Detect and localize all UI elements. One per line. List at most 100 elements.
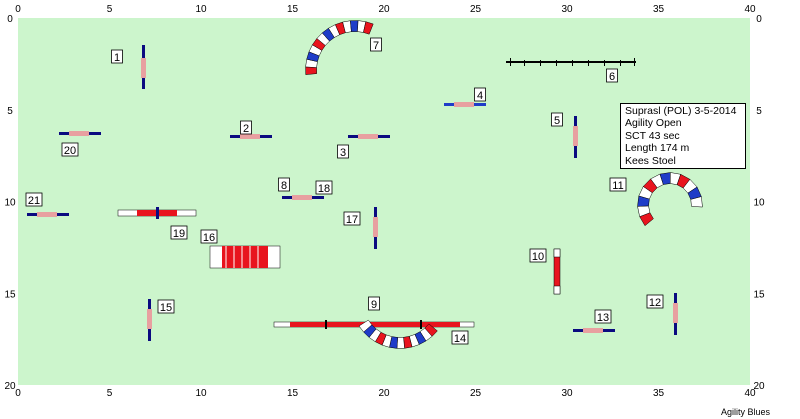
tunnel-segment xyxy=(305,66,317,75)
tunnel-segment xyxy=(363,21,374,35)
obstacle-number-box xyxy=(337,144,349,159)
obstacle-number-box xyxy=(111,49,123,64)
obstacle-number-box xyxy=(170,225,188,240)
obstacle-jump-3 xyxy=(348,134,390,139)
obstacle-11-tunnel xyxy=(637,172,703,227)
obstacle-jump-13 xyxy=(573,328,615,333)
obstacle-number: 13 xyxy=(597,312,609,324)
y-tick-left: 5 xyxy=(7,106,13,117)
obstacle-number-box xyxy=(646,294,664,309)
obstacle-number: 6 xyxy=(609,71,615,83)
obstacle-jump-1 xyxy=(141,45,146,89)
obstacle-number-box xyxy=(368,296,380,311)
obstacle-7-tunnel xyxy=(305,20,374,75)
y-tick-left: 0 xyxy=(7,14,13,25)
obstacle-number-box xyxy=(370,37,382,52)
obstacle-number: 16 xyxy=(203,232,215,244)
y-tick-left: 10 xyxy=(4,198,16,209)
obstacle-number: 10 xyxy=(532,251,544,263)
obstacle-number: 18 xyxy=(318,183,330,195)
x-tick-top: 20 xyxy=(378,4,390,15)
y-tick-right: 15 xyxy=(753,289,765,300)
obstacle-jump-20 xyxy=(59,131,101,136)
obstacle-jump-4 xyxy=(444,102,486,107)
obstacle-number: 17 xyxy=(346,214,358,226)
y-tick-right: 0 xyxy=(756,14,762,25)
obstacle-number: 15 xyxy=(160,302,172,314)
obstacle-number: 8 xyxy=(281,180,287,192)
obstacle-number: 7 xyxy=(373,40,379,52)
obstacle-number-box xyxy=(609,177,627,192)
obstacle-number-box xyxy=(606,68,618,83)
obstacle-number-box xyxy=(529,248,547,263)
x-tick-bottom: 15 xyxy=(287,388,299,399)
x-tick-bottom: 40 xyxy=(744,388,756,399)
x-tick-top: 40 xyxy=(744,4,756,15)
obstacle-number: 21 xyxy=(28,195,40,207)
obstacle-19-jump xyxy=(117,207,197,219)
x-tick-bottom: 5 xyxy=(107,388,113,399)
x-tick-top: 35 xyxy=(653,4,665,15)
obstacle-number-box xyxy=(474,87,486,102)
x-tick-bottom: 10 xyxy=(195,388,207,399)
x-tick-top: 25 xyxy=(470,4,482,15)
info-class: Agility Open xyxy=(625,117,682,130)
obstacle-jump-8-18 xyxy=(282,195,324,200)
obstacle-number: 5 xyxy=(554,115,560,127)
x-tick-bottom: 0 xyxy=(15,388,21,399)
y-tick-right: 5 xyxy=(756,106,762,117)
obstacle-number-box xyxy=(157,299,175,314)
info-sct: SCT 43 sec xyxy=(625,129,680,142)
obstacle-9-tunnel xyxy=(358,319,438,349)
obstacle-number: 20 xyxy=(64,145,76,157)
obstacle-10-seesaw xyxy=(553,248,561,295)
x-tick-top: 0 xyxy=(15,4,21,15)
obstacle-number-box xyxy=(343,211,361,226)
obstacle-jump-2 xyxy=(230,134,272,139)
y-tick-right: 20 xyxy=(753,381,765,392)
obstacle-jump-21 xyxy=(27,212,69,217)
obstacle-number-box xyxy=(594,309,612,324)
credit-text: Agility Blues xyxy=(720,407,770,417)
info-length: Length 174 m xyxy=(625,142,690,155)
obstacle-number-box xyxy=(451,330,469,345)
tunnel-segment xyxy=(396,337,405,349)
obstacle-number: 4 xyxy=(477,90,483,102)
x-tick-bottom: 35 xyxy=(653,388,665,399)
obstacle-jump-12 xyxy=(673,293,678,335)
x-tick-top: 15 xyxy=(287,4,299,15)
obstacle-number-box xyxy=(61,142,79,157)
obstacle-number: 14 xyxy=(454,333,466,345)
x-tick-bottom: 25 xyxy=(470,388,482,399)
obstacle-number-box xyxy=(200,229,218,244)
obstacle-number-box xyxy=(25,192,43,207)
obstacle-jump-17 xyxy=(373,207,378,249)
obstacle-number: 2 xyxy=(243,123,249,135)
y-tick-right: 10 xyxy=(753,198,765,209)
info-judge: Kees Stoel xyxy=(625,154,676,167)
obstacle-6-long xyxy=(506,58,636,66)
obstacle-number: 9 xyxy=(371,299,377,311)
obstacle-number-box xyxy=(240,120,252,135)
obstacle-number: 1 xyxy=(114,52,120,64)
obstacle-number: 11 xyxy=(612,180,623,192)
obstacle-number: 12 xyxy=(649,297,661,309)
x-tick-bottom: 20 xyxy=(378,388,390,399)
x-tick-bottom: 30 xyxy=(561,388,573,399)
x-tick-top: 10 xyxy=(195,4,207,15)
y-tick-left: 15 xyxy=(4,289,16,300)
obstacle-jump-5 xyxy=(573,116,578,158)
obstacle-number: 19 xyxy=(173,228,185,240)
obstacle-number: 3 xyxy=(340,147,346,159)
course-info-box: Suprasl (POL) 3-5-2014 Agility Open SCT … xyxy=(620,103,746,169)
x-tick-top: 30 xyxy=(561,4,573,15)
obstacle-number-box xyxy=(315,180,333,195)
obstacle-jump-15 xyxy=(147,299,152,341)
obstacle-16-tunnel xyxy=(209,245,281,269)
x-tick-top: 5 xyxy=(107,4,113,15)
obstacle-number-box xyxy=(551,112,563,127)
tunnel-segment xyxy=(358,319,373,333)
